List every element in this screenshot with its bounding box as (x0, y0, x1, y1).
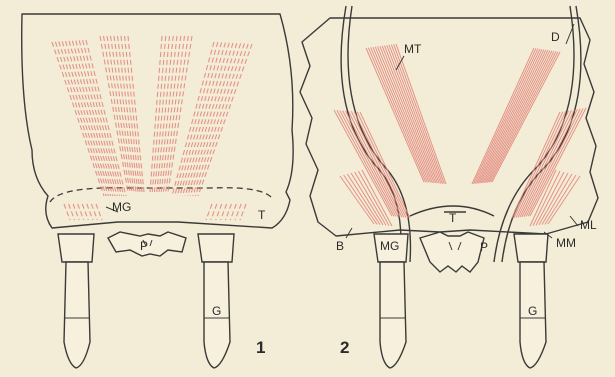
fig2-sternal-plate (420, 232, 484, 272)
fig1-left-style (58, 234, 94, 368)
fig1-label-t: T (258, 209, 265, 221)
fig2-right-style (514, 234, 548, 368)
fig2-label-b: B (336, 240, 344, 252)
fig2-label-ml: ML (580, 219, 597, 231)
fig2-label-mg: MG (380, 240, 399, 252)
fig1-label-p: P (140, 240, 148, 252)
fig2-left-style (374, 234, 408, 368)
figure-1 (22, 14, 293, 368)
fig2-label-t: T (449, 212, 456, 224)
figure-2-number: 2 (340, 339, 349, 356)
fig2-label-g: G (528, 305, 537, 317)
fig2-muscle-bands (334, 44, 586, 226)
fig2-label-mt: MT (404, 43, 421, 55)
fig1-right-style (198, 234, 234, 368)
fig1-muscle-bands (52, 36, 252, 220)
fig2-label-mm: MM (556, 237, 576, 249)
fig1-label-mg: MG (112, 201, 131, 213)
fig2-label-p: P (480, 241, 488, 253)
fig1-label-g: G (212, 305, 221, 317)
fig1-segment-outline (22, 14, 293, 228)
figure-1-number: 1 (256, 339, 265, 356)
figure-2 (300, 6, 598, 368)
fig2-label-d: D (551, 31, 560, 43)
fig2-left-apodeme (341, 6, 410, 262)
